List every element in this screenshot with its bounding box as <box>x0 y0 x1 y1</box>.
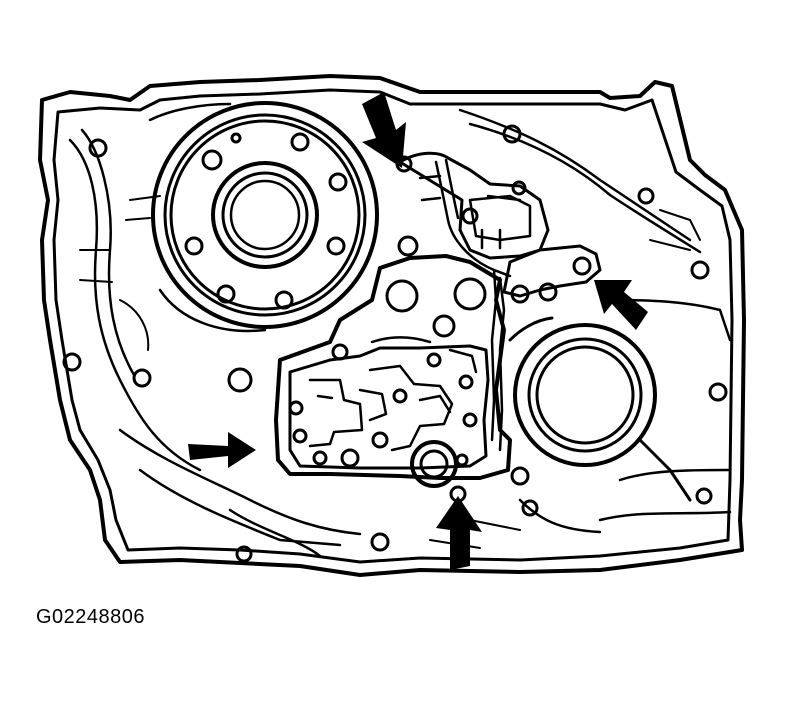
case-bolt-holes <box>62 124 728 563</box>
arrow-up-left-icon <box>594 280 648 330</box>
figure-id-caption: G02248806 <box>36 606 146 628</box>
valve-body <box>274 254 512 488</box>
arrow-down-right-icon <box>362 92 406 168</box>
output-bore <box>508 316 692 502</box>
solenoid-harness <box>395 151 602 452</box>
callout-arrows <box>188 92 648 570</box>
arrow-right-icon <box>188 432 256 468</box>
case-housing <box>38 74 746 577</box>
arrow-up-icon <box>436 496 482 570</box>
differential-drum <box>151 101 379 333</box>
